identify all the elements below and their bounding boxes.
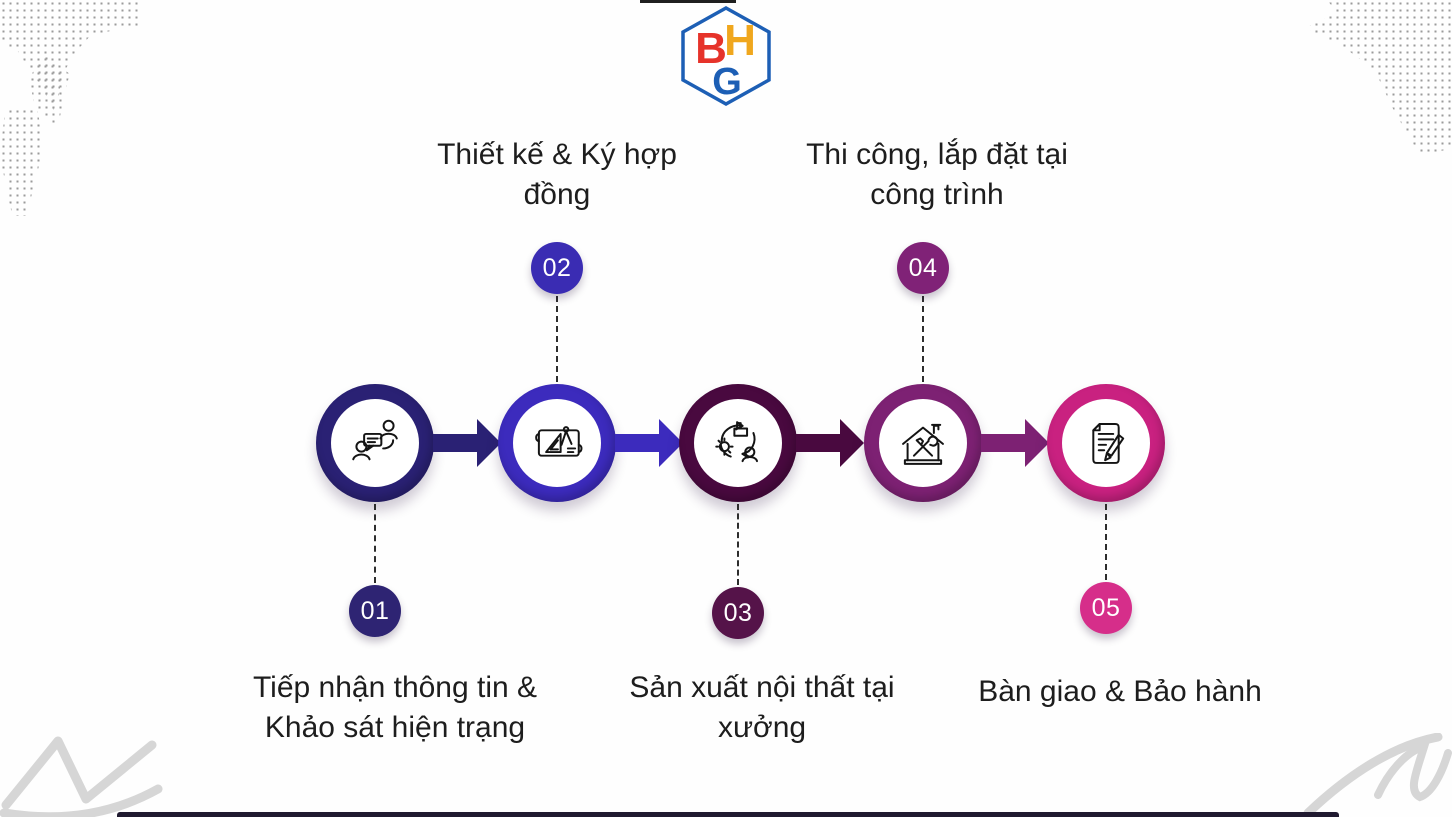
step-3-circle-inner xyxy=(694,399,782,487)
swoosh-scribble-bottom-left xyxy=(0,736,163,817)
step-2-label: Thiết kế & Ký hợp đồng xyxy=(437,138,677,211)
step-1-circle xyxy=(316,384,434,502)
step-5-number-badge: 05 xyxy=(1080,582,1132,634)
arrow-step-4-to-5 xyxy=(981,419,1049,467)
step-1-label: Tiếp nhận thông tin & Khảo sát hiện trạn… xyxy=(252,671,538,744)
arrow-step-1-to-2 xyxy=(433,419,501,467)
logo-letter-h: H xyxy=(724,16,756,65)
arrow-step-2-to-3 xyxy=(615,419,683,467)
factory-production-icon xyxy=(715,421,759,463)
step-4-circle xyxy=(864,384,982,502)
step-2-circle xyxy=(498,384,616,502)
step-5-circle-inner xyxy=(1062,399,1150,487)
step-3-circle xyxy=(679,384,797,502)
step-2-dashed-connector xyxy=(556,296,558,382)
step-2-number-badge: 02 xyxy=(531,242,583,294)
logo-letter-b: B xyxy=(695,24,727,73)
bhg-logo: B H G xyxy=(681,6,771,106)
step-4-label: Thi công, lắp đặt tại công trình xyxy=(806,138,1068,211)
step-1-circle-inner xyxy=(331,399,419,487)
consultation-icon xyxy=(352,419,398,461)
step-3-label: Sản xuất nội thất tại xưởng xyxy=(629,671,895,744)
step-4-dashed-connector xyxy=(922,296,924,382)
blueprint-design-icon xyxy=(535,426,583,457)
top-edge-mark xyxy=(640,0,736,3)
world-map-dots-top-right xyxy=(1304,0,1452,155)
logo-hexagon xyxy=(681,6,771,106)
document-signing-icon xyxy=(1092,422,1125,464)
house-tools-icon xyxy=(902,423,944,465)
bottom-edge-bar xyxy=(117,812,1339,817)
world-map-dots-left-lower xyxy=(0,108,44,216)
step-4-circle-inner xyxy=(879,399,967,487)
step-4-number-badge: 04 xyxy=(897,242,949,294)
step-5-circle xyxy=(1047,384,1165,502)
step-3-dashed-connector xyxy=(737,504,739,585)
step-5-dashed-connector xyxy=(1105,504,1107,580)
step-3-number-badge: 03 xyxy=(712,587,764,639)
swoosh-scribble-bottom-right xyxy=(1303,733,1452,817)
step-1-dashed-connector xyxy=(374,504,376,583)
logo-letter-g: G xyxy=(712,61,742,103)
step-1-number-badge: 01 xyxy=(349,585,401,637)
arrow-step-3-to-4 xyxy=(796,419,864,467)
step-2-circle-inner xyxy=(513,399,601,487)
world-map-dots-top-left xyxy=(0,0,140,115)
step-5-label: Bàn giao & Bảo hành xyxy=(978,675,1262,708)
